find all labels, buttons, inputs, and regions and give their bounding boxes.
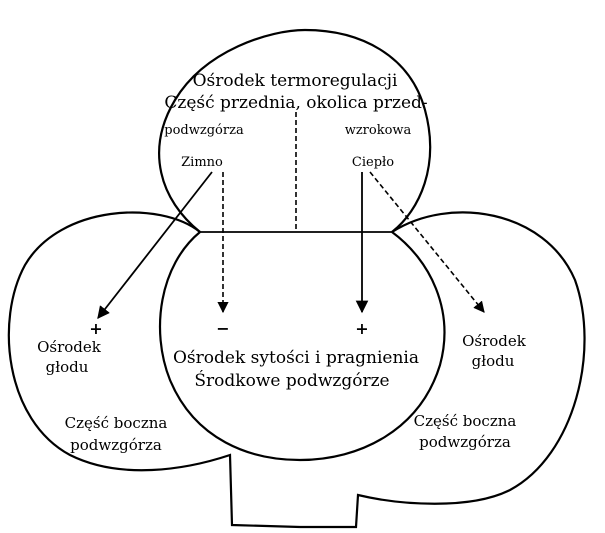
- thermoregulation-left-word: podwzgórza: [164, 123, 244, 138]
- arrow-cold-to-left-hunger: [97, 171, 213, 319]
- satiety-center-title: Ośrodek sytości i pragnienia: [173, 348, 419, 368]
- thermoregulation-title: Ośrodek termoregulacji: [193, 71, 398, 91]
- right-hunger-center-line1: Ośrodek: [462, 332, 527, 350]
- left-hunger-center-line1: Ośrodek: [37, 338, 102, 356]
- thermoregulation-subtitle: Część przednia, okolica przed-: [164, 93, 427, 113]
- left-lateral-part-line1: Część boczna: [65, 414, 168, 432]
- sign-cold-left-hunger: +: [89, 319, 102, 338]
- sign-warm-satiety: +: [355, 319, 368, 338]
- warm-label: Ciepło: [352, 155, 394, 170]
- thermoregulation-circle-outline: [158, 28, 432, 233]
- sign-cold-satiety: −: [216, 319, 229, 338]
- satiety-center-subtitle: Środkowe podwzgórze: [194, 370, 389, 391]
- right-lateral-lobe-outline: [300, 211, 586, 529]
- satiety-circle-outline: [158, 231, 446, 462]
- arrow-warm-to-right-hunger: [369, 171, 485, 313]
- thermoregulation-right-word: wzrokowa: [345, 123, 412, 138]
- left-hunger-center-line2: głodu: [46, 358, 89, 376]
- cold-label: Zimno: [181, 155, 223, 170]
- right-hunger-center-line2: głodu: [472, 352, 515, 370]
- right-lateral-part-line1: Część boczna: [414, 412, 517, 430]
- right-lateral-part-line2: podwzgórza: [419, 433, 511, 451]
- left-lateral-lobe-outline: [7, 211, 301, 529]
- left-lateral-part-line2: podwzgórza: [70, 436, 162, 454]
